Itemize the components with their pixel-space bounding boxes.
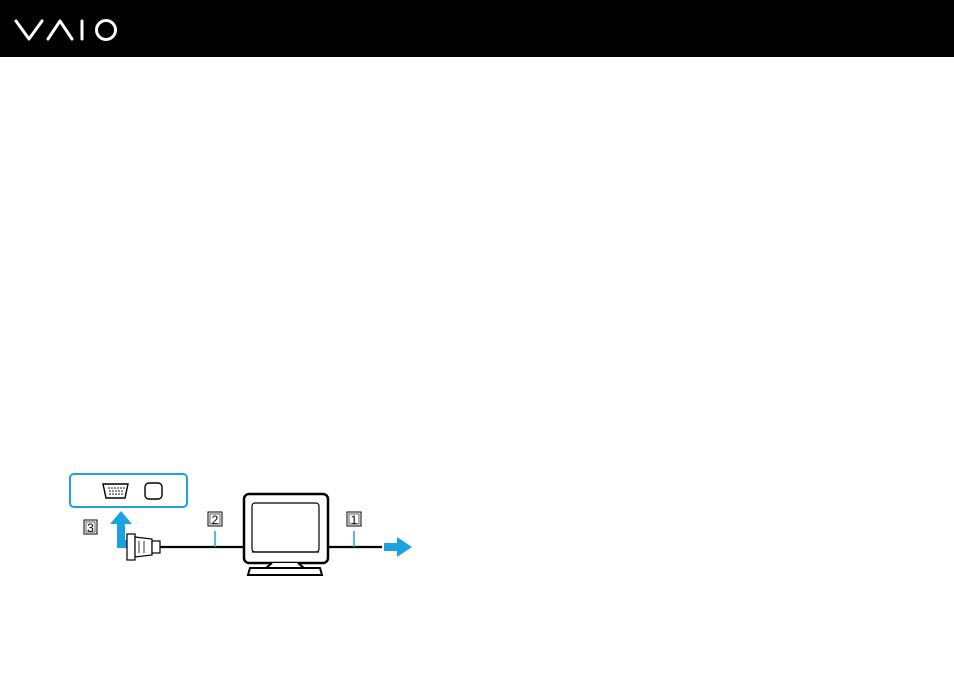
callout-2-label: 2 xyxy=(212,513,219,527)
callout-2: 2 xyxy=(208,512,222,527)
vga-connector-icon xyxy=(127,534,160,560)
callout-1-label: 1 xyxy=(351,513,358,527)
port-icon xyxy=(145,483,162,499)
callout-3-label: 3 xyxy=(87,521,94,535)
power-arrow-icon xyxy=(384,537,412,557)
callout-3: 3 xyxy=(84,520,97,535)
monitor-icon xyxy=(244,494,328,575)
monitor-port-panel-icon xyxy=(70,474,187,507)
callout-1: 1 xyxy=(347,512,361,527)
vga-port-icon xyxy=(103,484,128,498)
